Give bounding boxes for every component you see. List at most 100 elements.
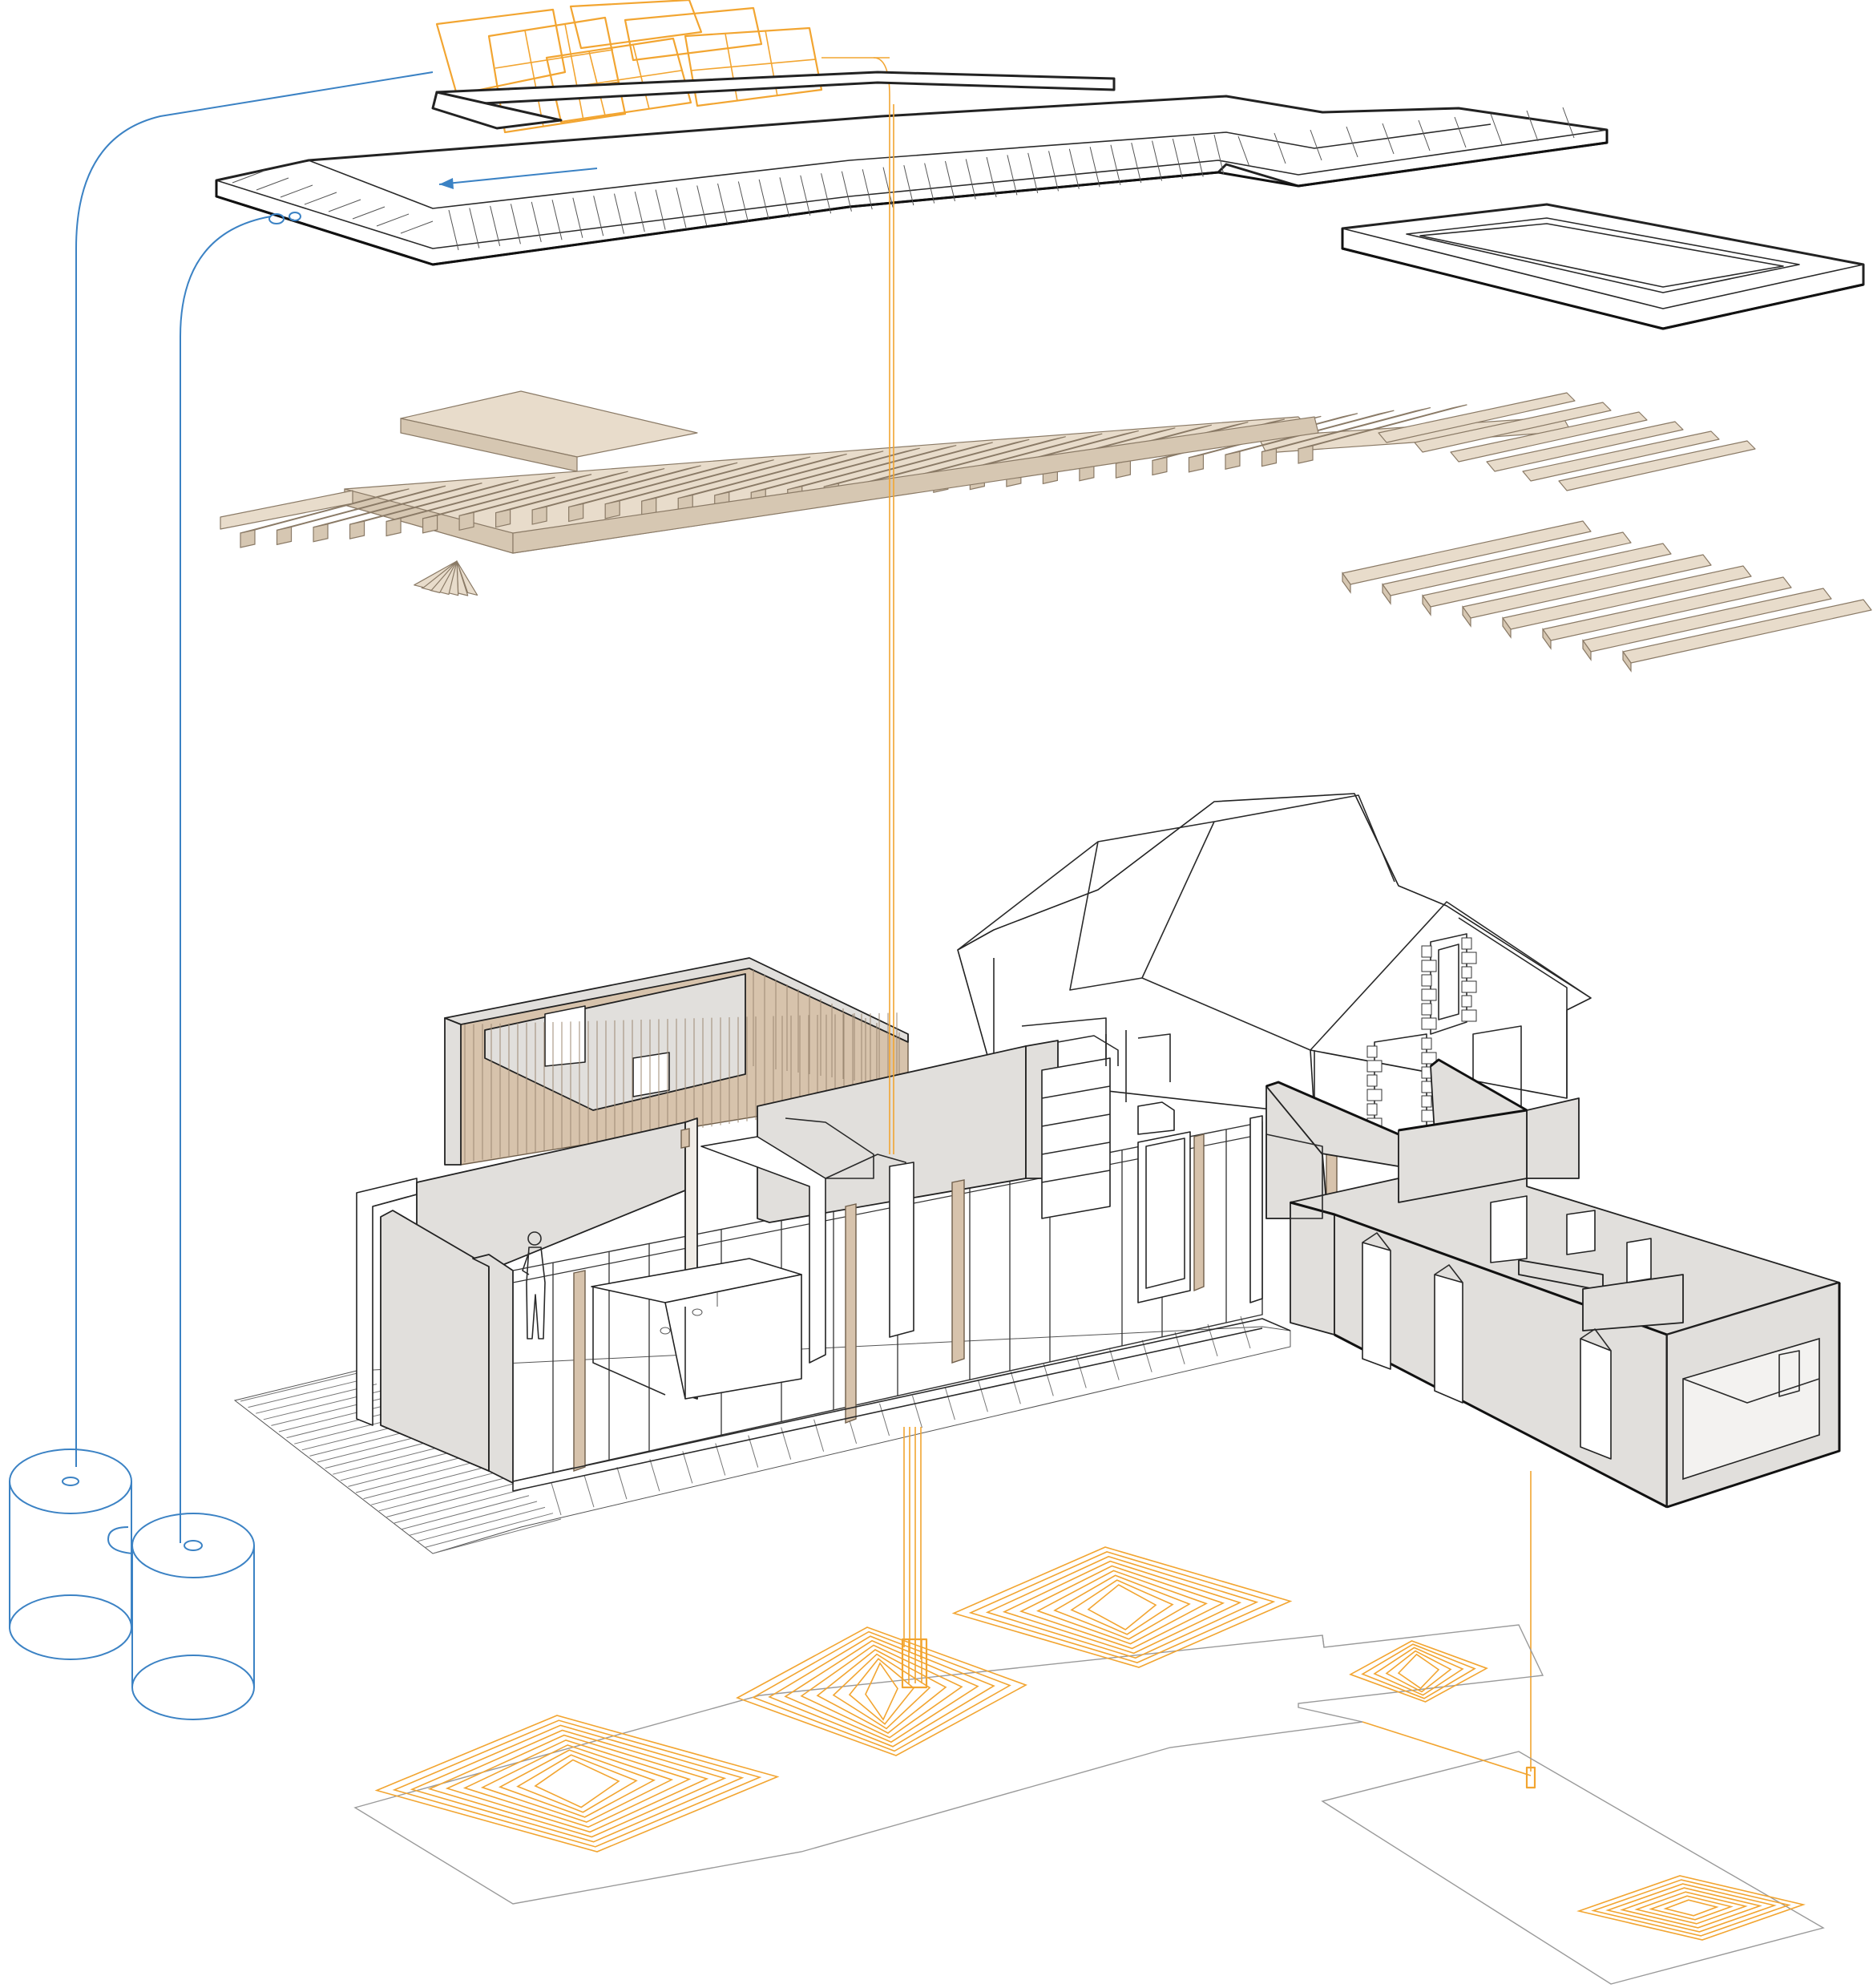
deck-board: [363, 1465, 490, 1500]
heating-loop-centre: [848, 1658, 915, 1725]
tank-connector: [107, 1526, 133, 1554]
roof-joist-end: [1225, 451, 1241, 470]
quoin-stone: [1366, 1074, 1378, 1087]
roof-joist: [1378, 392, 1576, 443]
deck-board: [348, 1453, 474, 1487]
deck-board: [649, 1459, 660, 1492]
roof-rafter: [634, 192, 645, 232]
quoin-stone: [1421, 960, 1437, 972]
roof-rafter: [280, 184, 313, 198]
roof-rafter: [1213, 134, 1225, 176]
roof-rafter: [903, 164, 914, 206]
heating-risers: [889, 104, 1532, 1772]
heating-loop-left: [392, 1719, 762, 1848]
garage-annex-wing: [1249, 1058, 1841, 1509]
roof-joist-end: [1298, 445, 1314, 464]
roof-rafter: [1562, 107, 1575, 139]
garage-joist-end: [1582, 639, 1592, 661]
deck-board: [1076, 1356, 1087, 1388]
roof-rafter: [1027, 152, 1039, 193]
deck-board: [944, 1387, 955, 1420]
deck-board: [715, 1443, 726, 1476]
roof-rafter: [531, 201, 542, 242]
deck-board: [583, 1474, 595, 1508]
deck-board: [911, 1395, 922, 1428]
roof-joist-end: [1188, 454, 1205, 473]
roof-rafter: [469, 208, 480, 248]
roof-rafter: [1418, 119, 1431, 152]
glazing-head: [512, 1133, 1263, 1283]
deck-board: [371, 1471, 498, 1505]
flow-arrow-icon: [439, 178, 454, 189]
heating-loop-annex: [1349, 1640, 1488, 1703]
quoin-stone: [1421, 1066, 1432, 1079]
heating-loop-annex: [1385, 1650, 1452, 1693]
deck-board: [355, 1460, 482, 1493]
heating-loop-centre: [800, 1644, 963, 1739]
roof-ridge-beam: [512, 416, 1319, 554]
roof-rafter: [676, 187, 687, 228]
heating-loop-centre: [832, 1653, 931, 1730]
garage-joist-end: [1462, 605, 1471, 628]
heating-loop-right: [1070, 1579, 1174, 1635]
heating-loop-annex: [1361, 1643, 1476, 1699]
heating-loop-centre: [736, 1626, 1027, 1756]
quoin-stone: [1421, 1095, 1432, 1108]
deck-board: [432, 1518, 562, 1554]
roof-rafters: [232, 107, 1575, 251]
heating-loop-garage: [1620, 1887, 1762, 1929]
roof-rafter: [400, 220, 434, 234]
roof-rafter: [572, 197, 583, 238]
rainwater-downpipes: [75, 71, 434, 1543]
roof-joist-end: [1261, 447, 1278, 467]
deck-board: [1141, 1339, 1152, 1372]
deck-board: [1108, 1348, 1120, 1380]
roof-joist-end: [495, 508, 511, 528]
roof-rafter: [551, 200, 563, 240]
roof-rafter: [593, 196, 604, 236]
heating-loop-garage: [1591, 1879, 1791, 1937]
quoin-stone: [1461, 952, 1477, 964]
roof-joist: [1486, 421, 1684, 472]
quoin-stone: [1461, 966, 1472, 979]
quoin-stone: [1421, 1017, 1437, 1030]
roof-rafter: [944, 160, 955, 202]
roof-rafter: [882, 167, 894, 208]
garage-roof-slab: [1341, 203, 1865, 330]
roof-rafter: [1237, 135, 1250, 168]
garage-joist-end: [1342, 572, 1351, 594]
roof-rafter: [1007, 155, 1018, 196]
heating-loop-centre: [816, 1649, 947, 1734]
roof-rafter: [232, 170, 265, 184]
deck-board: [682, 1451, 693, 1484]
roof-rafter: [758, 179, 769, 220]
timber-roof-structure: [220, 390, 1756, 596]
roof-rafter: [821, 173, 832, 214]
heating-loop-right: [985, 1555, 1259, 1659]
deck-board: [378, 1477, 506, 1512]
heating-loop-left: [462, 1739, 692, 1828]
deck-board: [402, 1495, 530, 1530]
quoin-stone: [1461, 1009, 1477, 1022]
roof-rafter: [352, 206, 385, 220]
heating-loop-right: [1019, 1565, 1225, 1650]
deck-board: [394, 1489, 522, 1524]
roof-joist-end: [349, 520, 365, 539]
roof-rafter: [986, 156, 997, 198]
roof-rafter: [1068, 148, 1080, 189]
roof-rafter: [376, 213, 410, 227]
heating-loop-left: [427, 1729, 727, 1838]
heating-loop-centre: [768, 1635, 995, 1748]
heating-loop-right: [968, 1551, 1276, 1663]
roof-rafter: [1346, 126, 1358, 158]
quoin-stone: [1421, 974, 1432, 987]
roof-joist-end: [313, 523, 329, 543]
roof-rafter: [1310, 129, 1322, 161]
heating-loop-right: [1002, 1560, 1242, 1655]
roof-rafter: [862, 169, 873, 210]
quoin-stone: [1366, 1103, 1378, 1116]
roof-joist-end: [385, 517, 402, 537]
roof-joist-end: [604, 500, 620, 519]
heating-loop-right: [1087, 1584, 1157, 1630]
